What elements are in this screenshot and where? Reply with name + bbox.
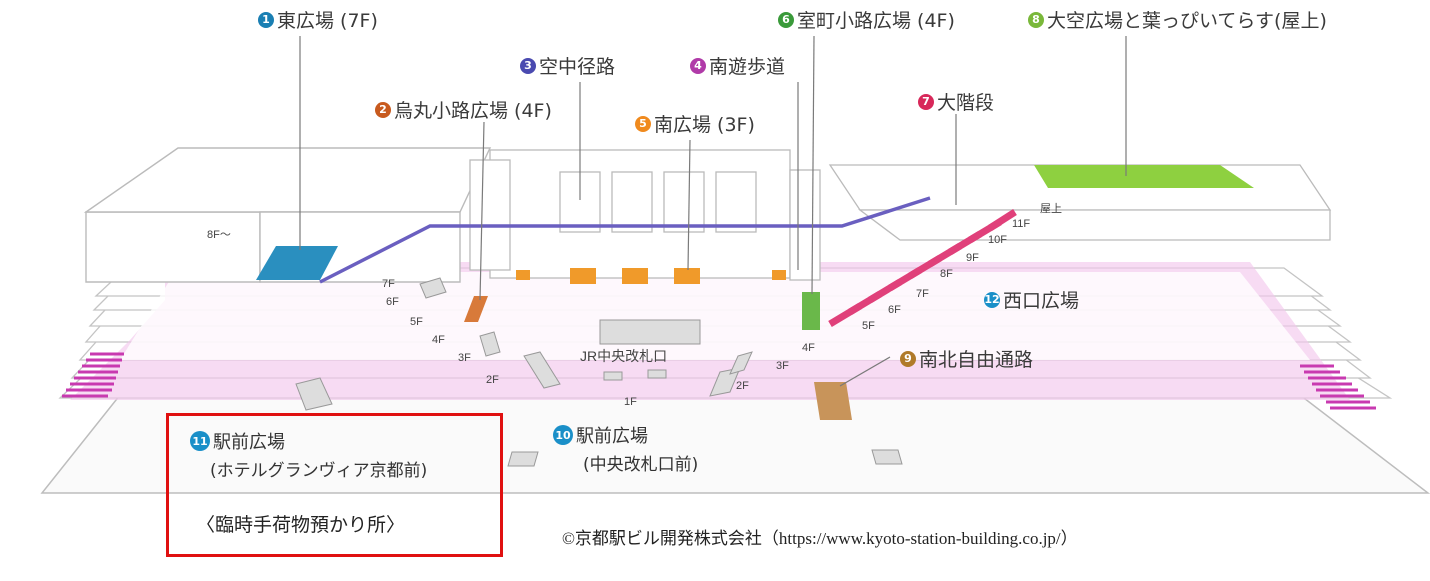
floor-right-roof: 屋上 [1040, 200, 1062, 216]
south-walk-inner [120, 272, 1310, 360]
label-text: 南北自由通路 [919, 345, 1033, 372]
central-block [470, 150, 820, 280]
label-text: 西口広場 [1003, 286, 1079, 313]
label-rooftop-plaza: 8 大空広場と葉っぴいてらす(屋上) [1028, 6, 1327, 33]
temporary-baggage-label: 〈臨時手荷物預かり所〉 [196, 510, 405, 537]
floor-left-5f: 5F [410, 316, 423, 328]
badge-6: 6 [778, 12, 794, 28]
copyright-text: ©京都駅ビル開発株式会社（https://www.kyoto-station-b… [562, 524, 1078, 549]
muromachi-plaza [802, 292, 820, 330]
label-west-plaza: 12 西口広場 [984, 286, 1079, 313]
rooftop-plaza [1034, 165, 1254, 188]
badge-5: 5 [635, 116, 651, 132]
badge-11: 11 [190, 431, 210, 451]
label-subtext: (ホテルグランヴィア京都前) [210, 456, 427, 481]
floor-right-5f: 5F [862, 320, 875, 332]
label-free-passage: 9 南北自由通路 [900, 345, 1033, 372]
label-text: 烏丸小路広場 (4F) [394, 96, 552, 123]
floor-right-4f: 4F [802, 342, 815, 354]
label-text: 大空広場と葉っぴいてらす(屋上) [1047, 6, 1327, 33]
label-east-plaza: 1 東広場 (7F) [258, 6, 378, 33]
floor-right-10f: 10F [988, 234, 1007, 246]
badge-10: 10 [553, 425, 573, 445]
label-subtext: (中央改札口前) [583, 450, 698, 475]
floor-ground-1f: 1F [624, 396, 637, 408]
floor-left-3f: 3F [458, 352, 471, 364]
label-text: 南遊歩道 [709, 52, 785, 79]
badge-1: 1 [258, 12, 274, 28]
badge-7: 7 [918, 94, 934, 110]
label-text: 東広場 (7F) [277, 6, 378, 33]
label-muromachi-plaza: 6 室町小路広場 (4F) [778, 6, 955, 33]
floor-right-8f: 8F [940, 268, 953, 280]
floor-right-9f: 9F [966, 252, 979, 264]
badge-4: 4 [690, 58, 706, 74]
label-sky-path: 3 空中径路 [520, 52, 615, 79]
floor-right-11f: 11F [1012, 218, 1030, 230]
badge-2: 2 [375, 102, 391, 118]
floor-left-7f: 7F [382, 278, 395, 290]
floor-right-2f: 2F [736, 380, 749, 392]
floor-left-2f: 2F [486, 374, 499, 386]
label-karasuma-plaza: 2 烏丸小路広場 (4F) [375, 96, 552, 123]
badge-12: 12 [984, 292, 1000, 308]
floor-left-6f: 6F [386, 296, 399, 308]
label-text: 駅前広場 [213, 428, 285, 454]
label-ekimae-hotel: 11 駅前広場 (ホテルグランヴィア京都前) [190, 428, 427, 481]
badge-3: 3 [520, 58, 536, 74]
floor-right-7f: 7F [916, 288, 929, 300]
badge-8: 8 [1028, 12, 1044, 28]
label-text: 大階段 [937, 88, 994, 115]
floor-left-4f: 4F [432, 334, 445, 346]
label-text: 駅前広場 [576, 422, 648, 448]
floor-8f-plus: 8F〜 [207, 226, 231, 242]
free-passage [814, 382, 852, 420]
floor-right-6f: 6F [888, 304, 901, 316]
label-text: 空中径路 [539, 52, 615, 79]
label-text: 室町小路広場 (4F) [797, 6, 955, 33]
label-text: 南広場 (3F) [654, 110, 755, 137]
floor-right-3f: 3F [776, 360, 789, 372]
label-grand-stairs: 7 大階段 [918, 88, 994, 115]
label-ekimae-center: 10 駅前広場 (中央改札口前) [553, 422, 698, 475]
jr-central-gate-label: JR中央改札口 [580, 346, 667, 366]
label-south-plaza: 5 南広場 (3F) [635, 110, 755, 137]
badge-9: 9 [900, 351, 916, 367]
label-south-walk: 4 南遊歩道 [690, 52, 785, 79]
